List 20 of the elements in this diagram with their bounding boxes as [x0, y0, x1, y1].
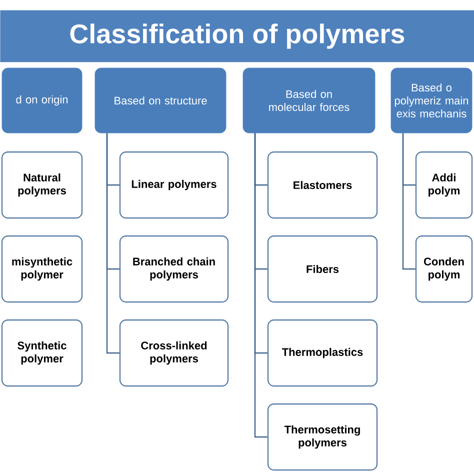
class-box: Thermoplastics	[267, 319, 378, 387]
class-box: Thermosetting polymers	[267, 403, 378, 471]
class-box: Linear polymers	[119, 151, 229, 219]
class-box: Elastomers	[267, 151, 378, 219]
class-box: Conden polym	[415, 235, 473, 303]
category-box: Based o polymeriz main exis mechanis	[390, 68, 472, 134]
class-box: Fibers	[267, 235, 378, 303]
class-box: Branched chain polymers	[119, 235, 229, 303]
class-box: Addi polym	[415, 151, 473, 219]
connector-line	[106, 133, 120, 354]
class-box: Synthetic polymer	[1, 319, 83, 387]
connector-line	[254, 133, 268, 438]
class-box: Natural polymers	[1, 151, 83, 219]
connector-line	[402, 133, 416, 270]
category-box: Based on molecular forces	[242, 68, 376, 134]
title-banner: Classification of polymers	[0, 10, 474, 62]
category-box: Based on structure	[94, 68, 226, 134]
category-box: d on origin	[2, 68, 82, 134]
class-box: misynthetic polymer	[1, 235, 83, 303]
class-box: Cross-linked polymers	[119, 319, 229, 387]
